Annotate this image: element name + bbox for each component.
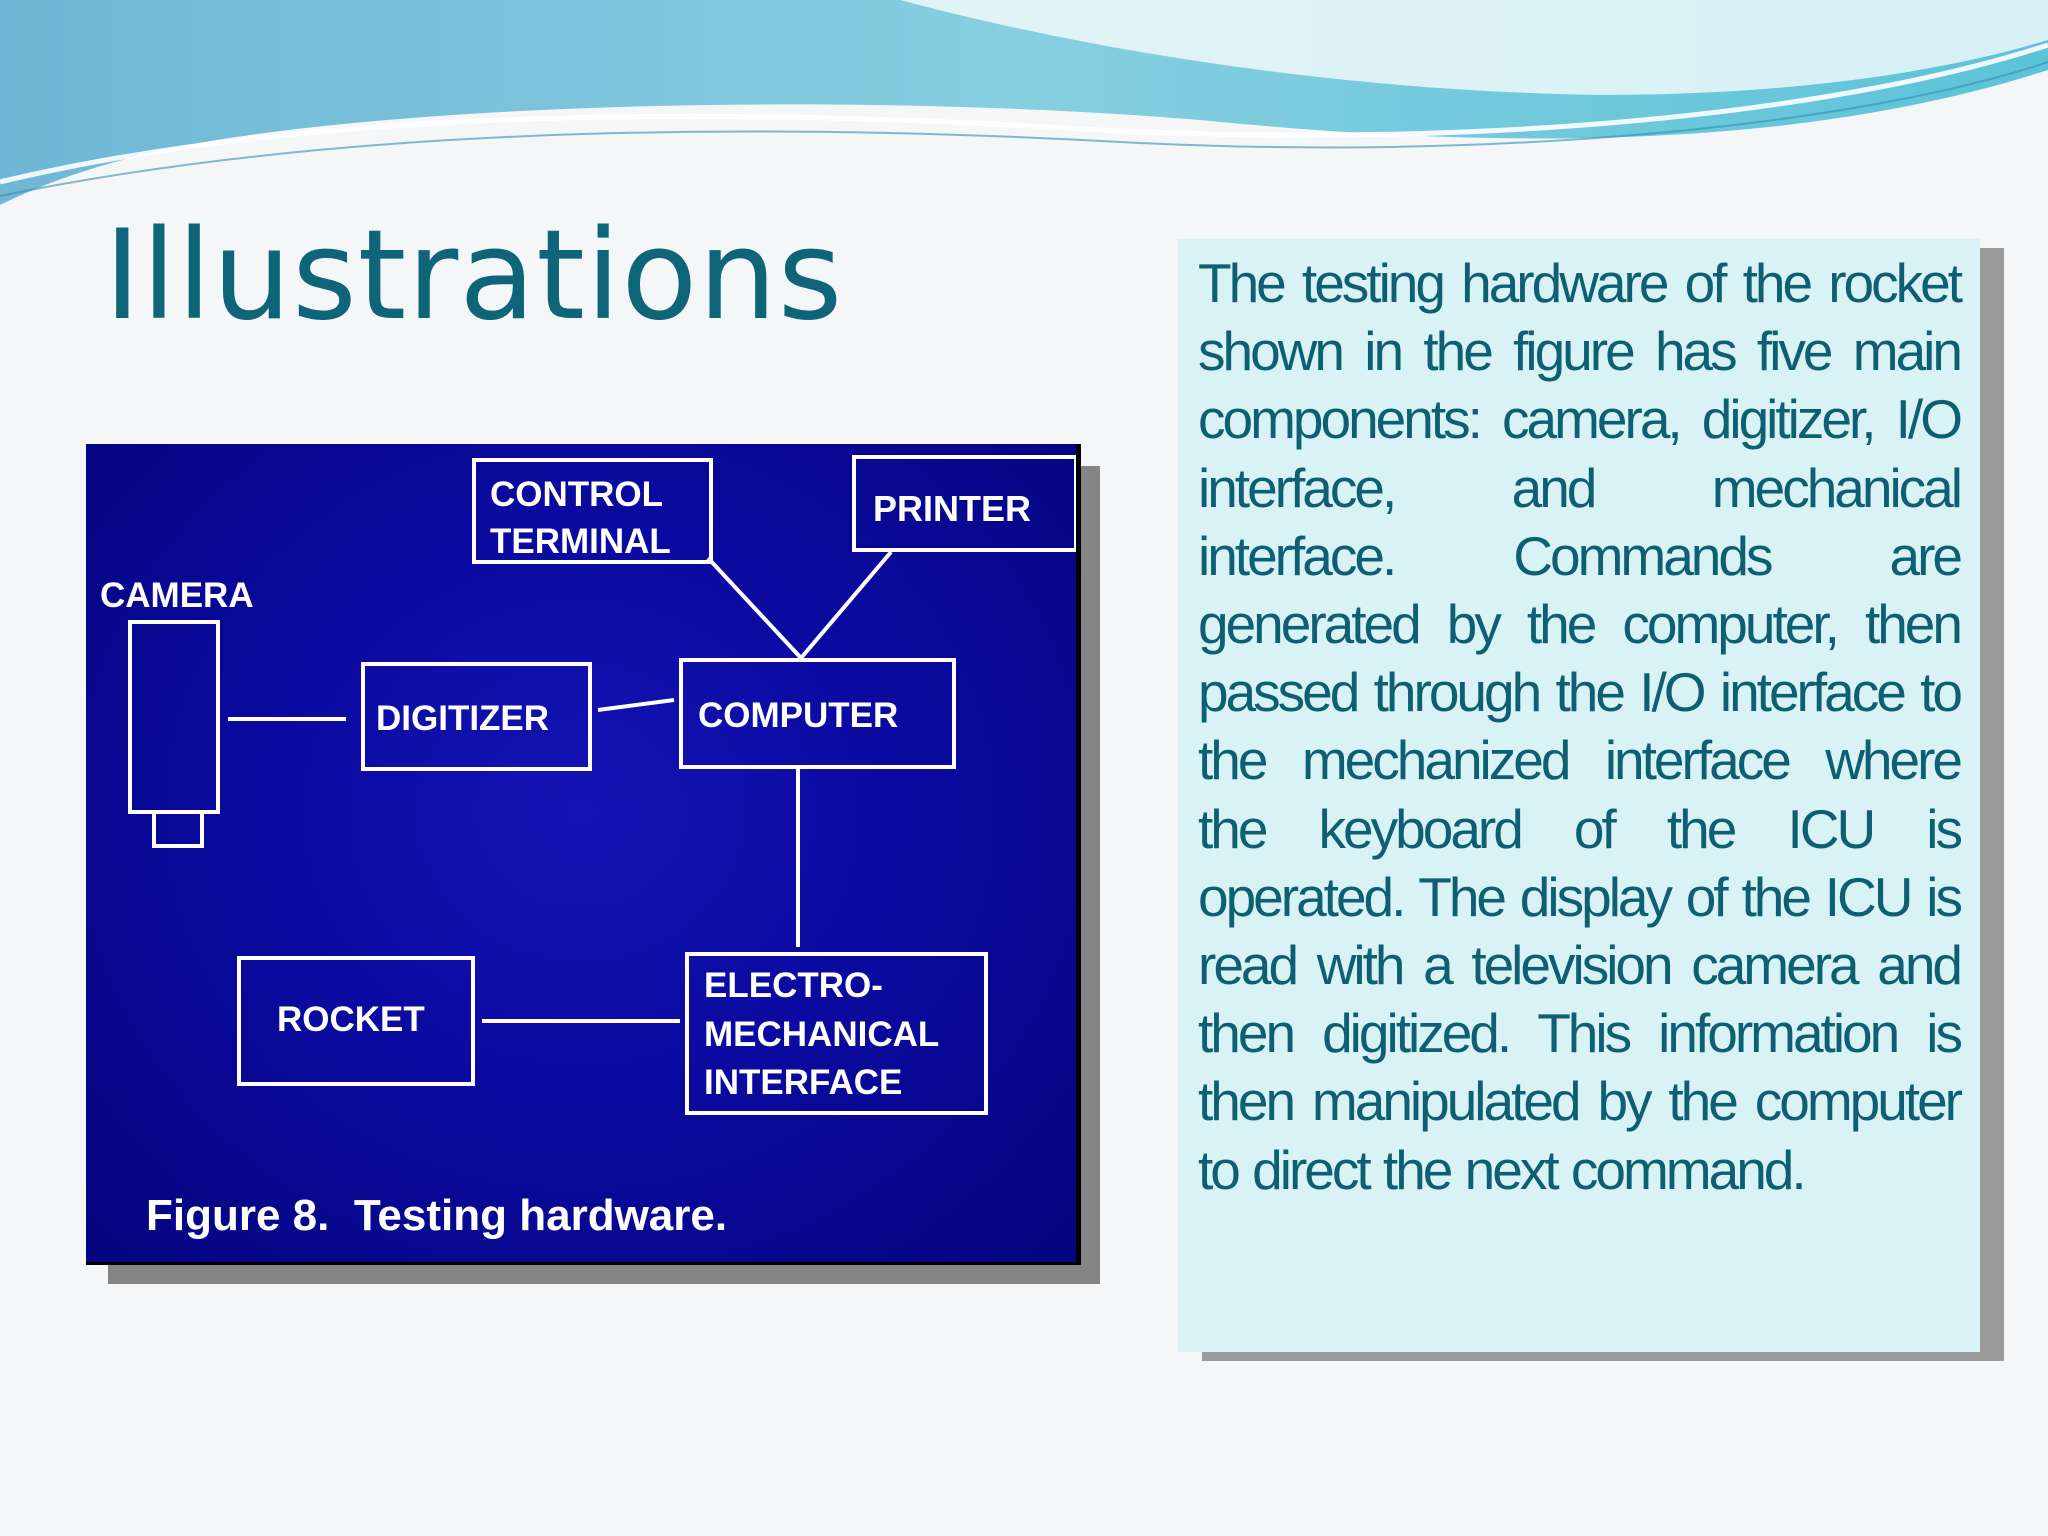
em-interface-label-3: INTERFACE	[704, 1063, 902, 1102]
rocket-label: ROCKET	[277, 1000, 425, 1039]
digitizer-box	[361, 662, 592, 771]
control-terminal-label-1: CONTROL	[490, 475, 663, 514]
em-interface-box	[685, 952, 988, 1115]
control-terminal-box	[472, 458, 713, 564]
slide-title: Illustrations	[104, 204, 844, 348]
control-terminal-label-2: TERMINAL	[490, 522, 671, 561]
testing-hardware-diagram: CONTROL TERMINAL PRINTER CAMERA DIGITIZE…	[100, 455, 1076, 1240]
header-wave-decoration	[0, 0, 2048, 240]
computer-box	[679, 658, 956, 769]
terminal-computer-line	[706, 556, 803, 660]
figure-caption: Figure 8. Testing hardware.	[146, 1191, 727, 1240]
printer-label: PRINTER	[873, 488, 1031, 529]
camera-lens	[152, 810, 204, 848]
description-text-box: The testing hardware of the rocket shown…	[1178, 239, 1980, 1352]
printer-box	[852, 455, 1076, 552]
digitizer-label: DIGITIZER	[376, 699, 549, 738]
printer-computer-line	[799, 550, 893, 660]
digitizer-computer-line	[597, 698, 675, 712]
computer-label: COMPUTER	[698, 696, 898, 735]
rocket-box	[237, 956, 475, 1086]
em-interface-label-1: ELECTRO-	[704, 966, 883, 1005]
camera-body	[128, 620, 220, 814]
camera-label: CAMERA	[100, 576, 254, 615]
block-diagram-figure: CONTROL TERMINAL PRINTER CAMERA DIGITIZE…	[86, 444, 1081, 1265]
slide-body-text: The testing hardware of the rocket shown…	[1198, 252, 1963, 1201]
em-interface-label-2: MECHANICAL	[704, 1015, 939, 1054]
